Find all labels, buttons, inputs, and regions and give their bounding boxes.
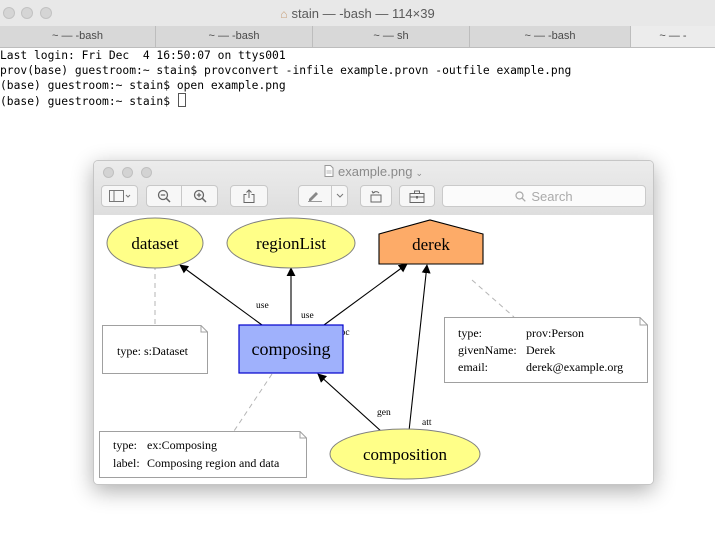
node-dataset-label: dataset	[131, 234, 178, 253]
note-corner	[639, 317, 648, 326]
document-icon	[324, 165, 334, 177]
node-dataset	[106, 217, 204, 269]
preview-title-text: example.png	[338, 164, 413, 179]
note-corner	[299, 431, 307, 439]
zoom-in-button[interactable]	[182, 185, 218, 207]
preview-toolbar: example.png⌄ Search	[94, 161, 653, 216]
terminal-cursor	[177, 93, 186, 107]
note-connector	[233, 373, 273, 432]
terminal-line: (base) guestroom:~ stain$ open example.p…	[0, 79, 286, 92]
node-regionlist-label: regionList	[256, 234, 326, 253]
search-field[interactable]: Search	[442, 185, 646, 207]
node-composition	[329, 428, 481, 480]
node-regionlist	[226, 217, 356, 269]
terminal-titlebar: ⌂stain — -bash — 114×39	[0, 0, 715, 27]
zoom-out-icon	[157, 189, 171, 203]
search-icon	[515, 190, 527, 202]
edge-att-derek	[408, 264, 431, 432]
zoom-out-button[interactable]	[146, 185, 182, 207]
rotate-button[interactable]	[360, 185, 392, 207]
zoom-button[interactable]	[40, 7, 52, 19]
rotate-icon	[370, 190, 382, 203]
note-composing	[99, 431, 307, 478]
toolbox-button[interactable]	[399, 185, 435, 207]
preview-title[interactable]: example.png⌄	[94, 164, 653, 179]
note-connector	[471, 279, 515, 318]
note-dataset-type: type: s:Dataset	[117, 344, 189, 358]
close-button[interactable]	[3, 7, 15, 19]
edge-gen-composing	[317, 373, 383, 433]
sidebar-icon	[108, 190, 130, 202]
minimize-button[interactable]	[21, 7, 33, 19]
note-derek-email-key: email:	[458, 360, 488, 374]
node-composing	[238, 324, 344, 374]
toolbox-icon	[409, 190, 425, 203]
chevron-down-icon: ⌄	[415, 168, 423, 178]
note-derek	[444, 317, 648, 383]
window-title: ⌂stain — -bash — 114×39	[0, 6, 715, 21]
note-derek-type-key: type:	[458, 326, 482, 340]
home-icon: ⌂	[280, 7, 288, 21]
node-derek-label: derek	[412, 235, 450, 254]
node-composing-label: composing	[252, 339, 331, 359]
note-composing-label-value: Composing region and data	[147, 456, 280, 470]
note-derek-email-value: derek@example.org	[526, 360, 623, 374]
tab-bar: ~ — -bash ~ — -bash ~ — sh ~ — -bash ~ —…	[0, 26, 715, 48]
markup-button[interactable]	[298, 185, 332, 207]
note-derek-givenname-key: givenName:	[458, 343, 517, 357]
provenance-diagram: use use assoc gen att dataset regionList…	[99, 217, 648, 480]
edge-label-att: att	[422, 418, 432, 428]
preview-close-button[interactable]	[103, 167, 114, 178]
node-composition-label: composition	[363, 445, 448, 464]
edge-label-use: use	[301, 311, 314, 321]
terminal-line: prov(base) guestroom:~ stain$ provconver…	[0, 64, 572, 77]
edge-use-dataset	[179, 264, 263, 326]
markup-menu-button[interactable]	[332, 185, 348, 207]
tab-1[interactable]: ~ — -bash	[0, 26, 156, 47]
tab-5-active[interactable]: ~ — -	[631, 26, 715, 47]
preview-minimize-button[interactable]	[122, 167, 133, 178]
edge-assoc-derek	[323, 263, 408, 326]
share-button[interactable]	[230, 185, 268, 207]
node-derek	[378, 219, 484, 265]
terminal-prompt-line: (base) guestroom:~ stain$	[0, 93, 715, 109]
note-composing-type-key: type:	[113, 438, 137, 452]
note-derek-givenname-value: Derek	[526, 343, 555, 357]
sidebar-toggle-button[interactable]	[101, 185, 138, 207]
search-placeholder: Search	[531, 188, 573, 204]
edge-label-use: use	[256, 301, 269, 311]
preview-zoom-button[interactable]	[141, 167, 152, 178]
note-derek-type-value: prov:Person	[526, 326, 584, 340]
image-canvas: use use assoc gen att dataset regionList…	[94, 215, 653, 484]
tab-4[interactable]: ~ — -bash	[470, 26, 631, 47]
window-title-text: stain — -bash — 114×39	[291, 6, 435, 21]
note-composing-label-key: label:	[113, 456, 140, 470]
note-corner	[200, 325, 208, 333]
edge-label-gen: gen	[377, 408, 391, 418]
tab-2[interactable]: ~ — -bash	[156, 26, 313, 47]
note-composing-type-value: ex:Composing	[147, 438, 217, 452]
terminal-line: Last login: Fri Dec 4 16:50:07 on ttys00…	[0, 49, 286, 62]
share-icon	[243, 189, 255, 203]
note-dataset	[102, 325, 208, 374]
zoom-in-icon	[193, 189, 207, 203]
terminal-output[interactable]: Last login: Fri Dec 4 16:50:07 on ttys00…	[0, 48, 715, 109]
tab-3[interactable]: ~ — sh	[313, 26, 470, 47]
terminal-prompt: (base) guestroom:~ stain$	[0, 95, 177, 108]
chevron-down-icon	[336, 193, 343, 198]
preview-window: example.png⌄ Search	[93, 160, 654, 485]
pen-icon	[308, 192, 322, 202]
